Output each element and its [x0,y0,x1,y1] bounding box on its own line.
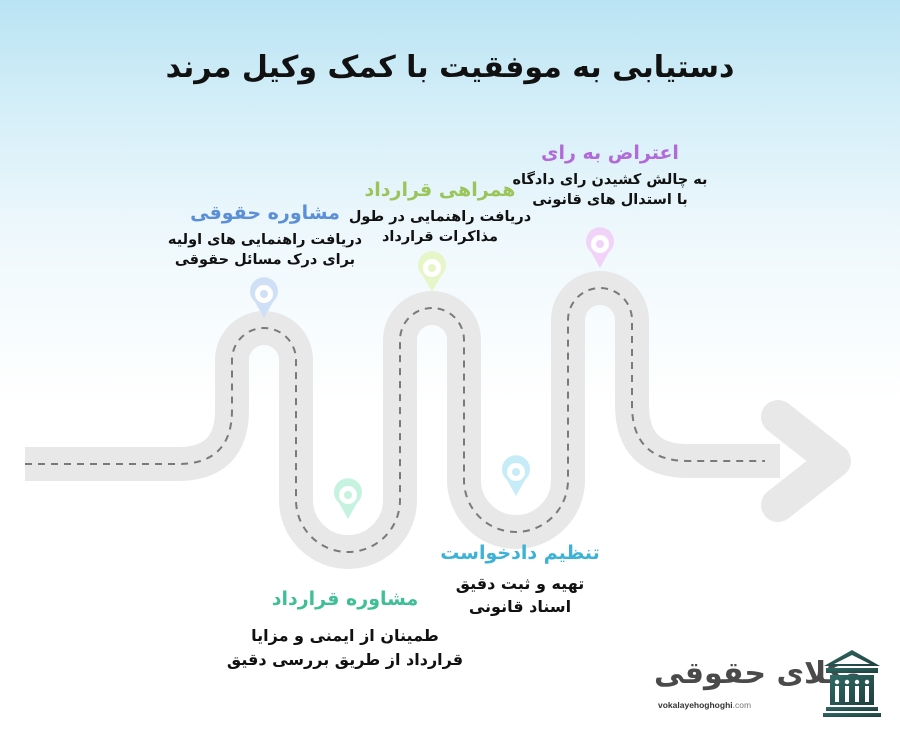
brand-url-main: vokalayehoghoghi [658,700,733,710]
step-desc-line: دریافت راهنمایی های اولیه [167,232,363,248]
brand-url: vokalayehoghoghi.com [658,700,751,710]
step-desc-line: تهیه و ثبت دقیق [455,574,585,593]
step-legal-consultation: مشاوره حقوقی دریافت راهنمایی های اولیه ب… [150,200,380,270]
brand-logo: وکلای حقوقی vokalayehoghoghi.com [650,648,885,720]
step-desc-line: برای درک مسائل حقوقی [174,252,356,268]
map-pin-icon [250,277,278,318]
step-appeal: اعتراض به رای به چالش کشیدن رای دادگاه ب… [500,140,720,210]
map-pin-icon [334,478,362,519]
step-desc-line: مذاکرات قرارداد [381,229,499,245]
step-desc-line: به چالش کشیدن رای دادگاه [512,172,708,188]
map-pin-icon [502,455,530,496]
step-desc-line: طمینان از ایمنی و مزایا [251,626,439,645]
step-contract-consultation: مشاوره قرارداد طمینان از ایمنی و مزایا ق… [220,586,470,672]
page-title: دستیابی به موفقیت با کمک وکیل مرند [165,50,735,85]
road-arrowhead [761,400,851,522]
step-desc-line: دریافت راهنمایی در طول [348,209,532,225]
step-title: همراهی قرارداد [364,179,516,201]
step-desc-line: با استدال های قانونی [532,192,688,208]
step-desc-line: اسناد قانونی [468,597,572,616]
step-title: مشاوره حقوقی [190,202,340,224]
brand-name: وکلای حقوقی [654,656,863,691]
step-contract-accompaniment: همراهی قرارداد دریافت راهنمایی در طول مذ… [340,177,540,247]
map-pin-icon [586,227,614,268]
step-petition-drafting: تنظیم دادخواست تهیه و ثبت دقیق اسناد قان… [420,540,620,618]
step-title: مشاوره قرارداد [271,588,419,610]
brand-url-tld: .com [732,700,752,710]
step-title: تنظیم دادخواست [440,542,600,564]
step-desc-line: قرارداد از طریق بررسی دقیق [226,650,464,669]
map-pin-icon [418,251,446,292]
courthouse-icon [823,650,881,717]
step-title: اعتراض به رای [541,142,679,164]
